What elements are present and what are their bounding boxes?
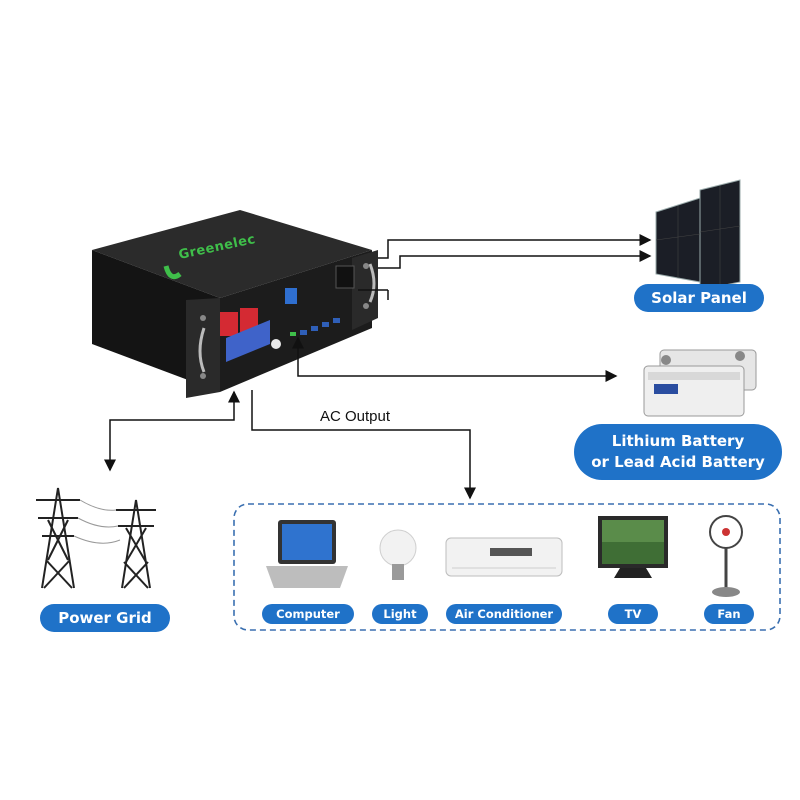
appliance-label-tv: TV xyxy=(608,604,658,624)
ac-output-label: AC Output xyxy=(320,408,391,425)
tv-icon xyxy=(598,516,668,578)
storage-label-line1: Lithium Battery xyxy=(611,432,745,450)
lcd-screen xyxy=(226,320,270,362)
fan-icon xyxy=(709,515,743,597)
ac-output-connection xyxy=(251,390,476,500)
appliance-label-fan: Fan xyxy=(704,604,754,624)
brand-logo-icon xyxy=(163,265,182,280)
air-conditioner-icon xyxy=(445,537,563,577)
storage-label-line2: or Lead Acid Battery xyxy=(591,453,765,471)
negative-terminal xyxy=(335,265,355,289)
solar-panel-label: Solar Panel xyxy=(634,284,764,312)
lead-acid-battery-icon xyxy=(643,349,757,417)
light-bulb-icon xyxy=(379,529,417,580)
storage-label: Lithium Battery or Lead Acid Battery xyxy=(574,424,782,480)
power-grid-icon xyxy=(36,487,156,589)
communication-ports xyxy=(290,318,340,336)
storage-connection xyxy=(292,336,618,382)
grid-connection xyxy=(104,390,240,472)
solar-connection xyxy=(358,234,652,300)
laptop-icon xyxy=(266,520,348,588)
power-grid-label: Power Grid xyxy=(40,604,170,632)
appliance-label-light: Light xyxy=(372,604,428,624)
appliance-label-air-conditioner: Air Conditioner xyxy=(446,604,562,624)
positive-terminal xyxy=(220,308,258,336)
appliance-label-computer: Computer xyxy=(262,604,354,624)
solar-panel-icon xyxy=(655,179,741,291)
